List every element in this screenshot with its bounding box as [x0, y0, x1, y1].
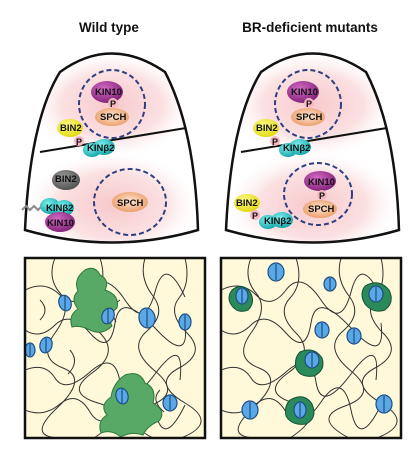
kinb2-label: KINβ2 — [87, 143, 114, 154]
spch-label: SPCH — [100, 112, 127, 123]
kin10-protein — [45, 212, 75, 232]
phospho-label: P — [76, 137, 82, 147]
br-deficient-cell: KIN10 P SPCH BIN2 P KINβ2 KIN10 P SPCH B… — [224, 52, 401, 244]
wild-type-title: Wild type — [79, 20, 139, 35]
kin10-protein — [287, 81, 319, 103]
phospho-label: P — [319, 191, 325, 201]
kin10-protein — [304, 171, 336, 191]
kin10-protein — [91, 81, 123, 103]
membrane-anchor-icon — [21, 204, 43, 212]
kinb2-label: KINβ2 — [283, 143, 310, 154]
kin10-label: KIN10 — [291, 87, 318, 98]
phospho-label: P — [306, 99, 312, 109]
nucleus — [274, 69, 342, 139]
spch-label: SPCH — [296, 112, 323, 123]
kinb2-protein — [271, 212, 293, 228]
kin10-label: KIN10 — [95, 87, 122, 98]
bin2-label: BIN2 — [55, 174, 77, 185]
spch-label: SPCH — [308, 204, 335, 215]
bin2-inactive-protein — [52, 170, 80, 190]
bin2-label: BIN2 — [60, 123, 82, 134]
bin2-label: BIN2 — [236, 198, 258, 209]
nucleus — [93, 168, 167, 236]
bin2-label: BIN2 — [256, 123, 278, 134]
spch-expression-region — [99, 373, 163, 438]
spch-protein — [112, 192, 148, 212]
kinb2-label: KINβ2 — [46, 203, 73, 214]
wild-type-cell: KIN10 P SPCH BIN2 P KINβ2 BIN2 KINβ2 KIN… — [21, 52, 200, 244]
spch-label: SPCH — [117, 198, 144, 209]
kin10-label: KIN10 — [308, 177, 335, 188]
spch-protein — [291, 108, 325, 126]
nucleus — [78, 69, 146, 139]
wild-type-tissue — [23, 256, 207, 440]
bin2-protein — [234, 194, 260, 212]
phospho-label: P — [252, 211, 258, 221]
phospho-marker — [108, 98, 118, 108]
kinb2-protein — [93, 139, 115, 155]
phospho-marker — [74, 136, 84, 146]
kinb2-protein — [54, 200, 74, 216]
kinb2-label: KINβ2 — [264, 216, 291, 227]
phospho-label: P — [110, 99, 116, 109]
bin2-protein — [57, 119, 83, 137]
phospho-label: P — [272, 137, 278, 147]
br-deficient-tissue — [219, 256, 403, 440]
bin2-protein — [253, 119, 279, 137]
nucleus — [283, 162, 353, 226]
spch-protein — [95, 108, 129, 126]
kin10-label: KIN10 — [47, 218, 74, 229]
kinb2-protein — [289, 139, 311, 155]
spch-protein — [303, 200, 337, 218]
br-deficient-title: BR-deficient mutants — [242, 20, 378, 35]
